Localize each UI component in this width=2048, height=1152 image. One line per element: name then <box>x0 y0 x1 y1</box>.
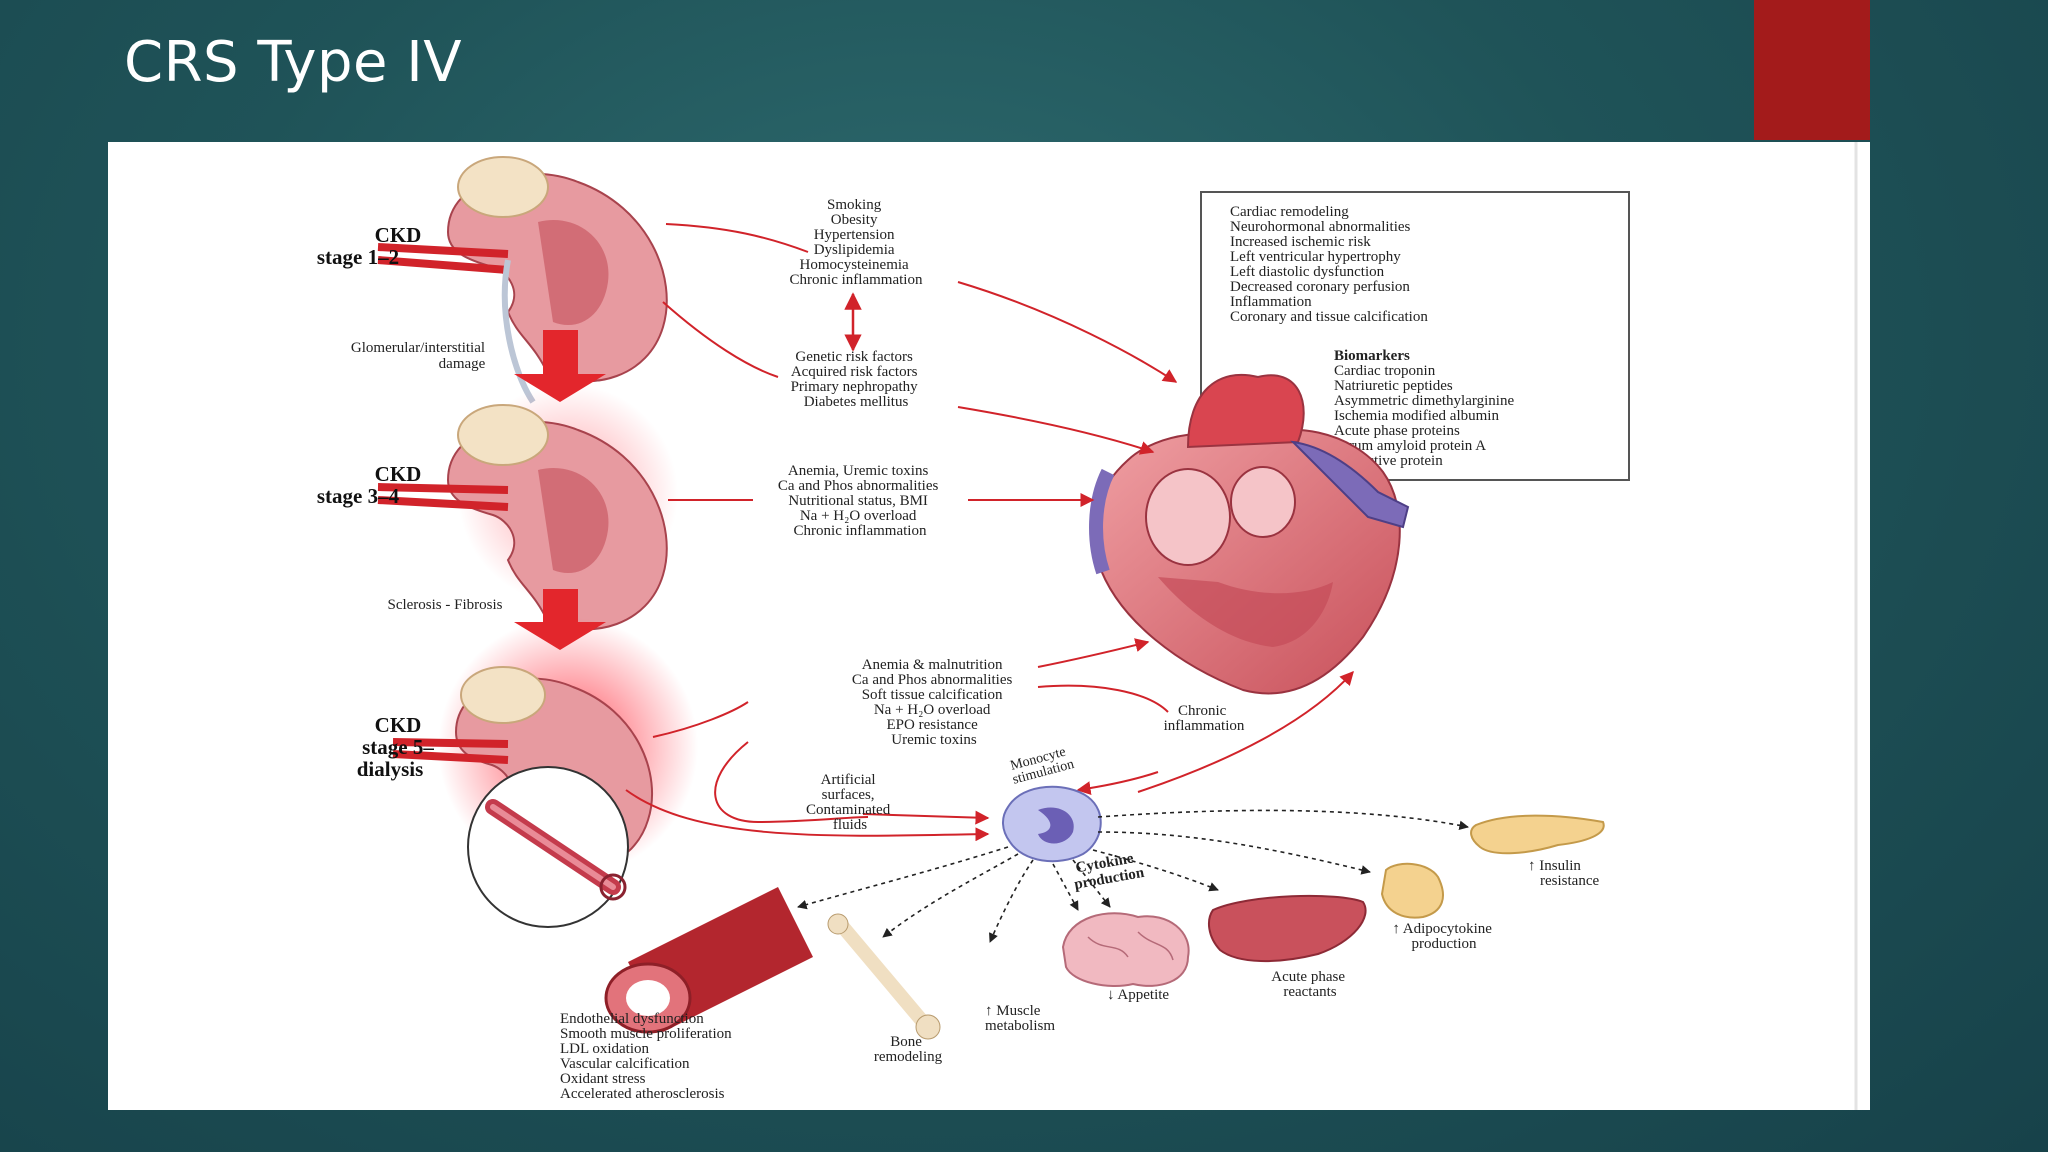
accent-block <box>1754 0 1870 140</box>
stage-label: CKD <box>375 713 422 737</box>
stage-label: dialysis <box>357 757 424 781</box>
adipocytokine-outcome-label: ↑ Adipocytokine production <box>1392 921 1495 952</box>
stage5-factors-list: Anemia & malnutrition Ca and Phos abnorm… <box>852 657 1016 748</box>
transition-label: Glomerular/interstitial <box>351 340 485 356</box>
diagram-figure: CKD stage 1–2 CKD stage 3–4 CKD stage 5–… <box>108 142 1870 1110</box>
chronic-inflammation-label: Chronic inflammation <box>1164 703 1245 734</box>
cardiac-effects-box <box>1200 191 1630 481</box>
bone-outcome-label: Bone remodeling <box>874 1034 943 1065</box>
stage-label: CKD <box>375 223 422 247</box>
kidney-icon <box>377 404 668 631</box>
brain-icon <box>1061 912 1190 988</box>
liver-outcome-label: Acute phase reactants <box>1271 969 1348 1000</box>
stage-label: stage 3–4 <box>317 484 400 508</box>
appetite-outcome-label: ↓ Appetite <box>1107 987 1169 1003</box>
slide-title: CRS Type IV <box>124 30 463 95</box>
insulin-outcome-label: ↑ Insulin resistance <box>1528 858 1599 889</box>
stage-label: CKD <box>375 462 422 486</box>
monocyte-cell-icon <box>1002 785 1102 863</box>
stage-label: stage 1–2 <box>317 245 399 269</box>
risk-factors-list: Genetic risk factors Acquired risk facto… <box>791 349 922 410</box>
blood-vessel-icon <box>604 887 813 1034</box>
pancreas-icon <box>1470 814 1605 855</box>
dialysis-catheter-icon <box>467 766 629 928</box>
stage34-factors-list: Anemia, Uremic toxins Ca and Phos abnorm… <box>778 463 942 539</box>
muscle-outcome-label: ↑ Muscle metabolism <box>985 1003 1055 1034</box>
biomarkers-list: Cardiac troponin Natriuretic peptides As… <box>1334 363 1518 469</box>
adipose-tissue-icon <box>1380 862 1444 919</box>
stage-label: stage 5– <box>362 735 434 759</box>
bone-icon <box>827 913 941 1040</box>
progression-arrow <box>514 589 606 650</box>
cytokine-arrows <box>797 809 1469 943</box>
transition-label: damage <box>439 356 486 372</box>
risk-factors-list: Smoking Obesity Hypertension Dyslipidemi… <box>790 197 923 288</box>
progression-arrow <box>514 330 606 402</box>
transition-label: Sclerosis - Fibrosis <box>387 597 502 613</box>
crs-type-iv-diagram: CKD stage 1–2 CKD stage 3–4 CKD stage 5–… <box>317 142 1858 1110</box>
liver-icon <box>1207 894 1367 963</box>
vascular-outcomes-list: Endothelial dysfunction Smooth muscle pr… <box>560 1011 735 1102</box>
biomarkers-title: Biomarkers <box>1334 348 1410 364</box>
cardiac-effects-list: Cardiac remodeling Neurohormonal abnorma… <box>1230 204 1428 325</box>
heart-icon <box>1089 373 1410 695</box>
kidney-icon <box>377 156 668 404</box>
monocyte-label: Monocyte stimulation <box>1007 743 1075 787</box>
artificial-surfaces-label: Artificial surfaces, Contaminated fluids <box>806 772 894 833</box>
